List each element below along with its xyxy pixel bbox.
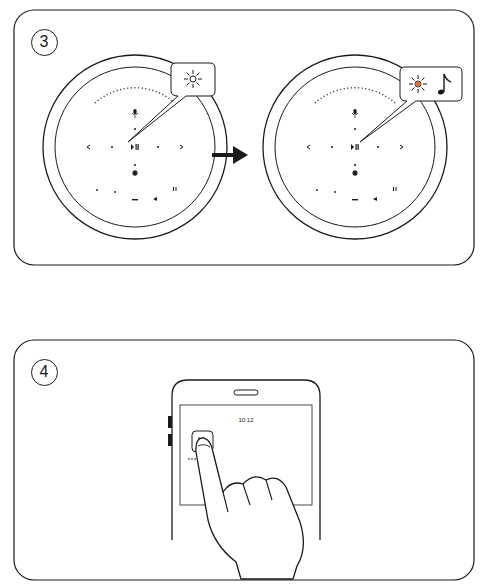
arrow [212,153,236,157]
screen-label: 10:12 [237,417,254,423]
step-panel [14,340,474,580]
step-number: 3 [31,29,58,56]
step-number-text: 3 [40,34,49,50]
callout-bubble [128,63,215,142]
arrow-head [233,146,248,164]
step-number-text: 4 [40,364,49,380]
sound-icon [437,74,451,95]
light-on [415,81,420,86]
callout-bubble [360,67,462,142]
hand [196,438,303,579]
step-panel [14,10,474,265]
step-number: 4 [31,359,58,386]
